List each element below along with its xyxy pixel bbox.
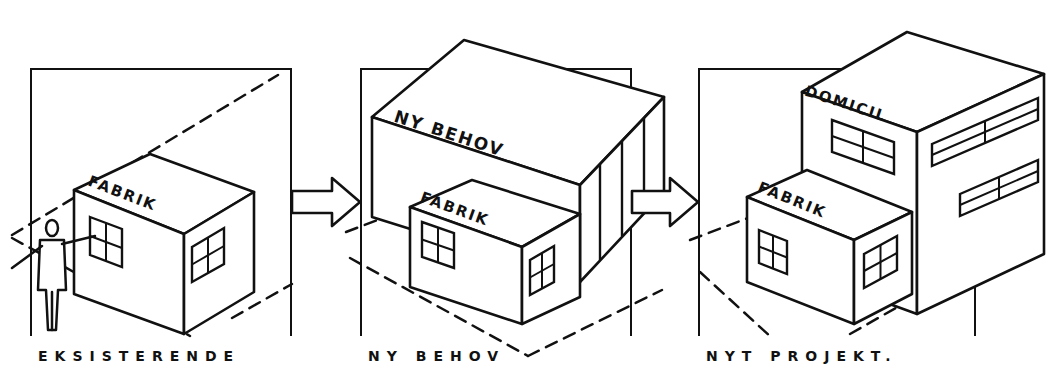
building-face [917, 74, 1044, 314]
window [192, 228, 224, 282]
door-line [599, 164, 601, 260]
building-face [522, 214, 580, 324]
window [960, 160, 1038, 216]
isometric-building: FABRIK [747, 170, 912, 324]
window-bar [759, 247, 787, 258]
window [864, 236, 897, 288]
building-face [580, 97, 664, 282]
building-face [410, 207, 522, 324]
building-face [74, 190, 184, 334]
building-face [854, 212, 912, 324]
window-bar [530, 264, 554, 278]
block-arrow [632, 178, 698, 226]
building-face [747, 197, 854, 324]
window-bar [832, 136, 894, 158]
window [422, 222, 454, 268]
person-body [38, 240, 66, 330]
site-panel: NYT PROJEKT.DOMICILFABRIK [698, 68, 976, 336]
window-bar [932, 109, 1038, 155]
person-head [46, 220, 58, 236]
person-arm [12, 246, 42, 268]
person-leg [51, 292, 54, 330]
window [759, 230, 787, 274]
window [90, 217, 122, 267]
door-line [643, 118, 645, 214]
isometric-building: FABRIK [410, 180, 580, 324]
building-face [184, 192, 254, 334]
door-line [621, 141, 623, 236]
window-bar [960, 171, 1038, 205]
window-bar [90, 236, 122, 248]
window-bar [864, 253, 897, 271]
panel-caption: NY BEHOV [368, 348, 505, 364]
block-arrow [292, 178, 360, 226]
window [530, 246, 554, 295]
panel-caption: NYT PROJEKT. [706, 348, 898, 364]
window [932, 98, 1038, 166]
window-bar [422, 240, 454, 251]
window [832, 120, 894, 174]
site-panel: NY BEHOVNY BEHOVFABRIK [360, 68, 632, 336]
panel-caption: EKSISTERENDE [38, 348, 240, 364]
window-bar [192, 246, 224, 265]
isometric-building: FABRIK [74, 154, 254, 334]
site-panel: EKSISTERENDEFABRIK [30, 68, 292, 336]
